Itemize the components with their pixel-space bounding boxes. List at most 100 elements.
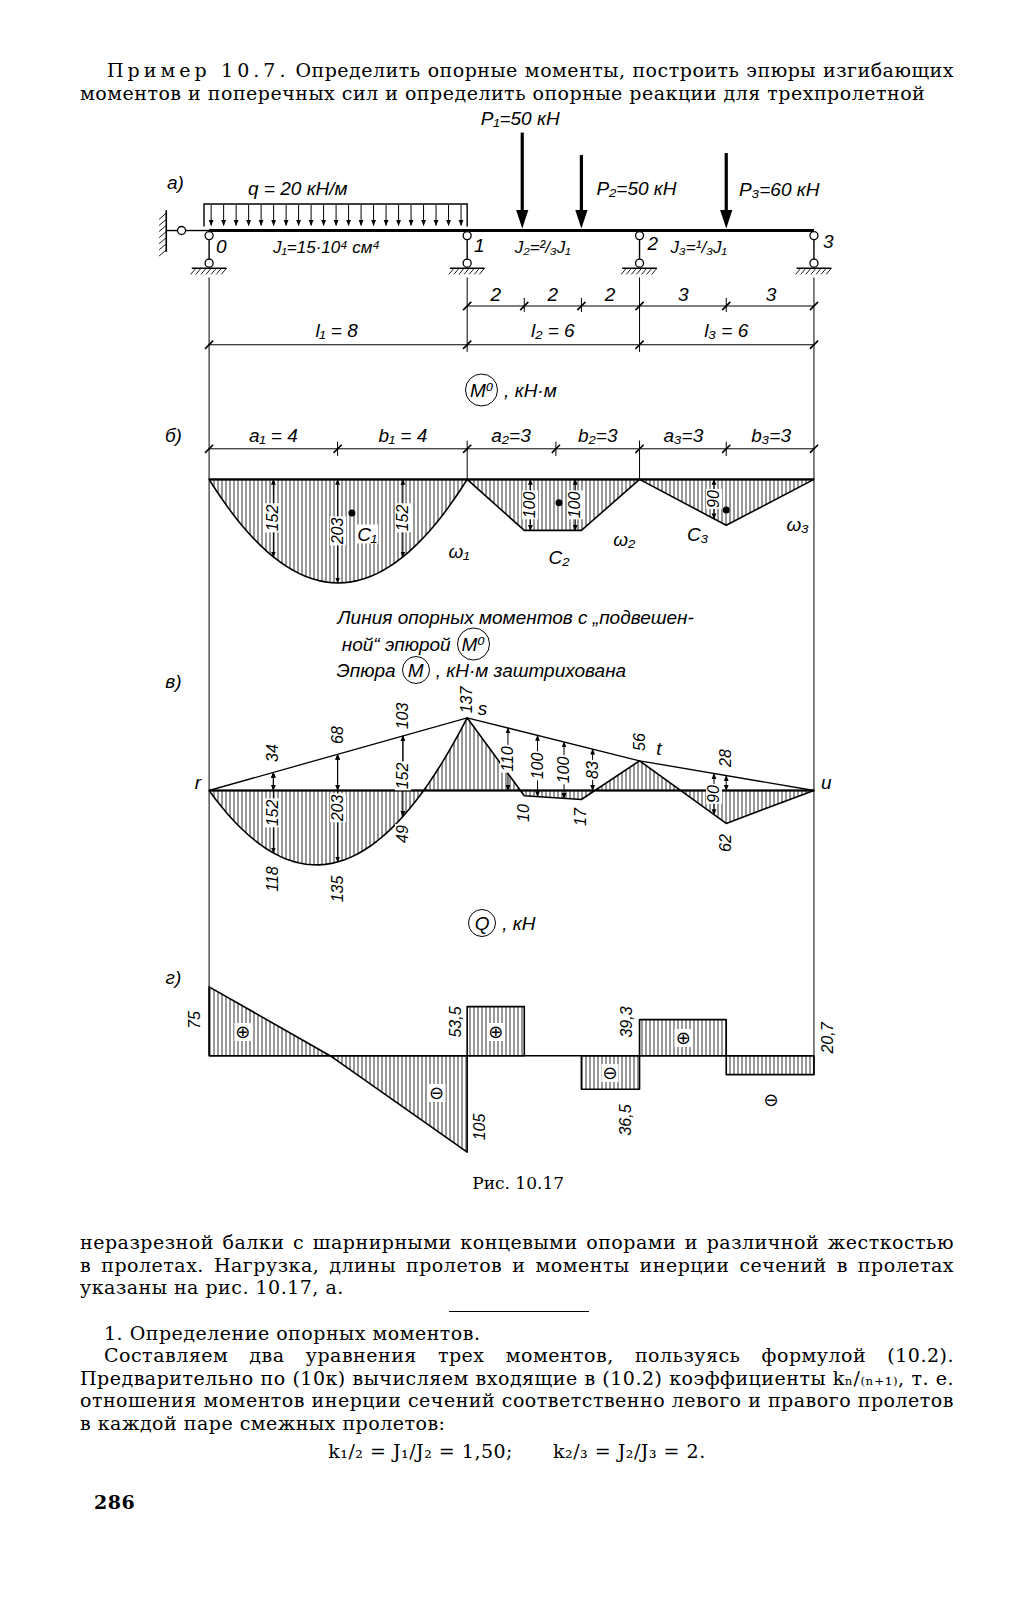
stiffness-label: J₂=²/₃J₁ <box>514 238 572 255</box>
dimension-label: 2 <box>547 284 560 303</box>
ordinate-value: 103 <box>395 702 411 731</box>
extension-line <box>337 442 338 456</box>
hinge-circle <box>810 259 818 267</box>
load-label: P₃=60 кН <box>738 179 820 198</box>
circled-symbol: M⁰ <box>457 627 490 660</box>
wall-hatch <box>159 250 166 256</box>
area-label: ω₁ <box>448 541 471 560</box>
ordinate-value: 49 <box>395 824 411 844</box>
sign-symbol: ⊕ <box>234 1023 251 1041</box>
support-moment-line <box>209 718 814 791</box>
force-arrow <box>521 133 524 213</box>
figure-caption: Рис. 10.17 <box>471 1175 565 1192</box>
load-arrow <box>423 205 424 225</box>
wall-hatch <box>159 225 166 231</box>
ground-hatch <box>449 268 454 274</box>
load-arrow <box>361 205 362 225</box>
load-arrow <box>336 205 337 225</box>
ground-hatch <box>216 268 221 274</box>
load-label: q = 20 кН/м <box>247 178 349 197</box>
wall-hatch <box>159 213 166 219</box>
unit-label: , кН·м <box>504 380 557 399</box>
point-label: t <box>655 738 662 757</box>
ground-hatch <box>221 268 226 274</box>
load-arrow <box>236 205 237 225</box>
circled-symbol: M⁰ <box>465 373 498 406</box>
load-label: P₂=50 кН <box>595 178 677 197</box>
note-text: Эпюра <box>337 661 396 680</box>
hinge-circle <box>463 259 471 267</box>
ground-hatch <box>811 268 816 274</box>
support-number: 0 <box>215 236 228 255</box>
dimension-line <box>209 448 814 449</box>
shear-area <box>726 1056 814 1075</box>
load-arrow <box>348 205 349 225</box>
ordinate-value: 90 <box>706 489 722 509</box>
ordinate-value: 20,7 <box>820 1022 836 1055</box>
dimension-label: a₂=3 <box>490 425 531 444</box>
ordinate-value: 118 <box>265 865 281 893</box>
ordinate-value: 105 <box>472 1113 488 1142</box>
extension-line <box>639 441 640 480</box>
extension-line <box>726 442 727 456</box>
extension-line <box>467 277 468 351</box>
ordinate-value: 39,3 <box>619 1005 635 1038</box>
dimension-label: l₁ = 8 <box>314 321 358 340</box>
formula-row: k₁/₂ = J₁/J₂ = 1,50;k₂/₃ = J₂/J₃ = 2. <box>80 1440 954 1463</box>
load-arrow <box>323 205 324 225</box>
ground-hatch <box>636 268 641 274</box>
dimension-tick <box>810 302 818 310</box>
circled-symbol: M <box>402 656 430 684</box>
ground-hatch <box>454 268 459 274</box>
load-arrow <box>311 205 312 225</box>
ordinate-value: 135 <box>330 875 346 904</box>
ordinate-value: 100 <box>556 756 572 785</box>
ordinate-value: 83 <box>585 760 601 780</box>
paragraph: Составляем два уравнения трех моментов, … <box>80 1344 954 1434</box>
hinge-circle <box>636 232 644 240</box>
ordinate-value: 110 <box>500 745 516 773</box>
moment-area <box>209 479 467 583</box>
panel-letter: б) <box>164 425 183 444</box>
dimension-label: b₁ = 4 <box>378 425 429 444</box>
ground-hatch <box>621 268 626 274</box>
extension-line <box>639 277 640 351</box>
support-link <box>208 240 209 259</box>
panel-letter: г) <box>165 968 183 987</box>
area-label: ω₃ <box>785 515 809 534</box>
panel-letter: а) <box>166 172 185 191</box>
support-link <box>639 240 640 259</box>
support-number: 1 <box>473 235 486 254</box>
ground-hatch <box>806 268 811 274</box>
text-row: Эпюра, кН·м заштрихованаM <box>337 656 627 684</box>
dimension-tick <box>635 302 643 310</box>
sign-symbol: ⊕ <box>487 1023 504 1041</box>
wall-hatch <box>159 238 166 244</box>
ordinate-value: 90 <box>706 784 722 804</box>
dimension-tick <box>463 302 471 310</box>
support-link <box>166 230 177 231</box>
load-arrow <box>261 205 262 225</box>
diagram-axis <box>209 1055 814 1057</box>
ground-hatch <box>469 268 474 274</box>
load-arrow <box>411 205 412 225</box>
support-link <box>186 230 209 231</box>
ordinate-value: 28 <box>718 748 734 768</box>
dimension-label: a₃=3 <box>663 425 705 444</box>
formula-text: k₁/₂ = J₁/J₂ = 1,50; <box>328 1440 513 1463</box>
ground-hatch <box>816 268 821 274</box>
force-arrowhead <box>516 210 528 228</box>
section-heading: 1. Определение опорных моментов. <box>80 1322 954 1345</box>
sign-symbol: ⊕ <box>675 1029 692 1047</box>
ground-hatch <box>464 268 469 274</box>
wall-hatch <box>159 232 166 238</box>
shear-area <box>330 1056 467 1152</box>
diagram-axis <box>209 790 814 792</box>
extension-line <box>467 441 468 480</box>
ground-hatch <box>479 268 484 274</box>
ordinate-value: 56 <box>632 732 648 752</box>
ground-hatch <box>821 268 826 274</box>
support-link <box>813 240 814 259</box>
extension-line <box>813 277 814 1075</box>
